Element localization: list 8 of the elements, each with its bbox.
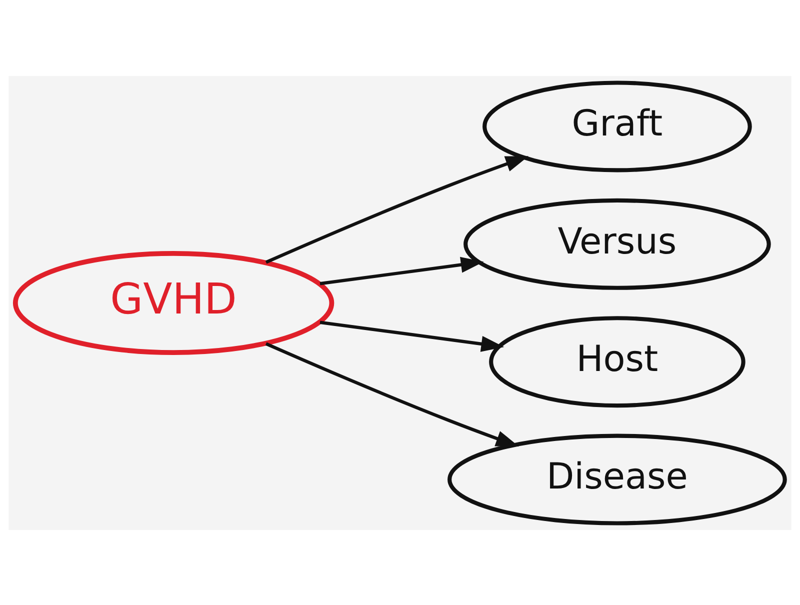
arrow (320, 320, 504, 352)
node-ellipse: Disease (448, 433, 787, 525)
arrow (320, 256, 484, 285)
arrow (265, 156, 529, 264)
node-ellipse: Versus (464, 198, 771, 290)
arrow (265, 342, 519, 446)
node-ellipse: GVHD (12, 250, 334, 354)
node-ellipse: Host (489, 316, 746, 408)
